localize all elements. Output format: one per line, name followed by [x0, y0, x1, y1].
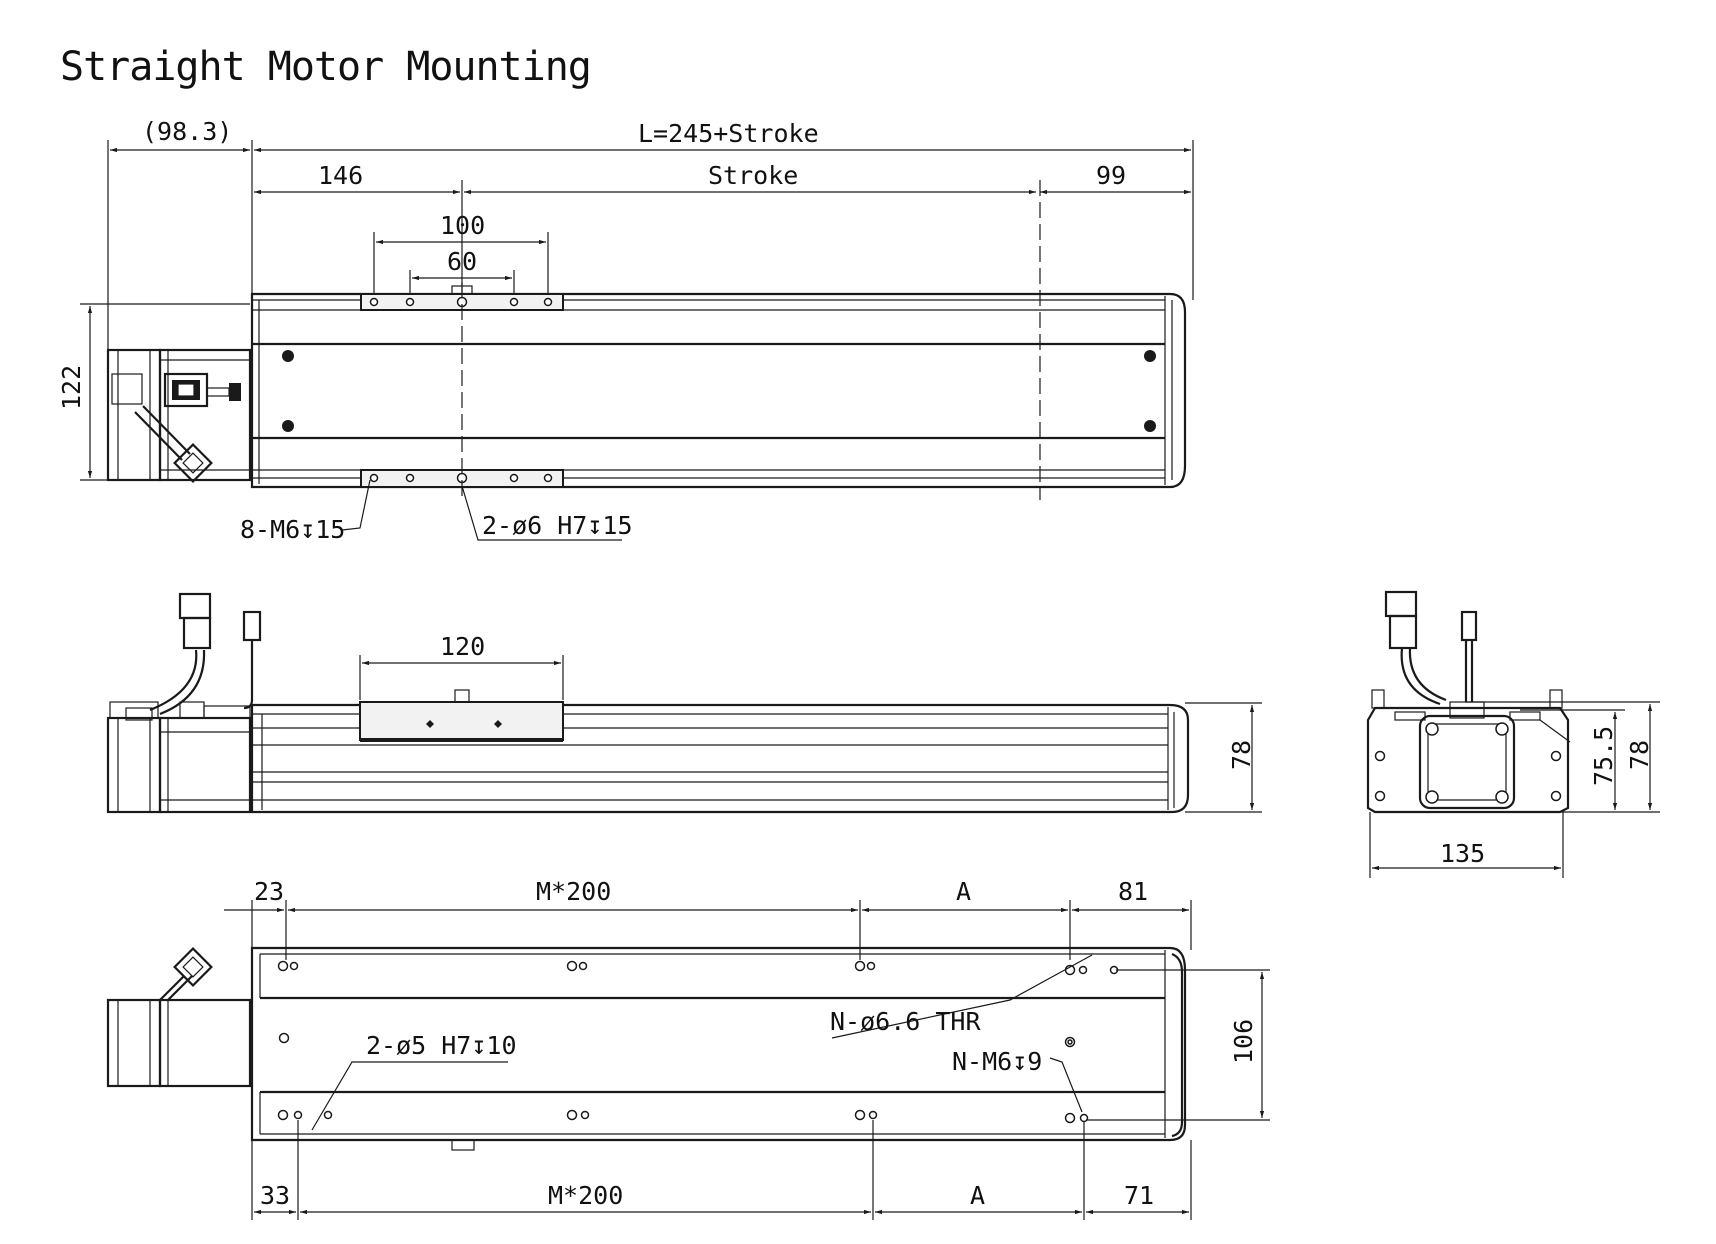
dim-bottom-pitch: M*200	[548, 1181, 623, 1210]
dim-bottom-right: 71	[1124, 1181, 1154, 1210]
callout-thread: 8-M6↧15	[240, 515, 345, 544]
dim-top-pitch: M*200	[536, 877, 611, 906]
dim-top-left: 23	[254, 877, 284, 906]
dim-side-height: 78	[1227, 740, 1256, 770]
dim-height-122: 122	[57, 365, 86, 410]
end-view: 75.5 78 135	[1366, 590, 1660, 878]
dim-hole-pitch-outer: 100	[440, 211, 485, 240]
callout-pin-hole: 2-ø5 H7↧10	[366, 1031, 517, 1060]
side-view: 120 78	[106, 592, 1262, 814]
dim-bottom-width: 106	[1229, 1019, 1258, 1064]
dim-hole-pitch-inner: 60	[447, 247, 477, 276]
dim-end-height-outer: 78	[1625, 740, 1654, 770]
top-view: (98.3) L=245+Stroke 146 Stroke 99 100 60…	[57, 117, 1194, 544]
dim-top-right: 81	[1118, 877, 1148, 906]
dim-end-width: 135	[1440, 839, 1485, 868]
bottom-view: 23 M*200 A 81	[106, 877, 1270, 1220]
dim-end-height-inner: 75.5	[1589, 726, 1618, 786]
dim-right-offset: 99	[1096, 161, 1126, 190]
drawing-title: Straight Motor Mounting	[60, 44, 592, 90]
dim-bottom-left: 33	[260, 1181, 290, 1210]
callout-pin: 2-ø6 H7↧15	[482, 511, 633, 540]
dim-left-offset: 146	[318, 161, 363, 190]
dim-stroke: Stroke	[708, 161, 798, 190]
dim-carriage-length: 120	[440, 632, 485, 661]
dim-motor-length: (98.3)	[142, 117, 232, 146]
callout-through-hole: N-ø6.6 THR	[830, 1007, 981, 1036]
callout-thread-hole: N-M6↧9	[952, 1047, 1042, 1076]
dim-total-length: L=245+Stroke	[638, 119, 819, 148]
dim-top-a: A	[956, 877, 971, 906]
dim-bottom-a: A	[970, 1181, 985, 1210]
